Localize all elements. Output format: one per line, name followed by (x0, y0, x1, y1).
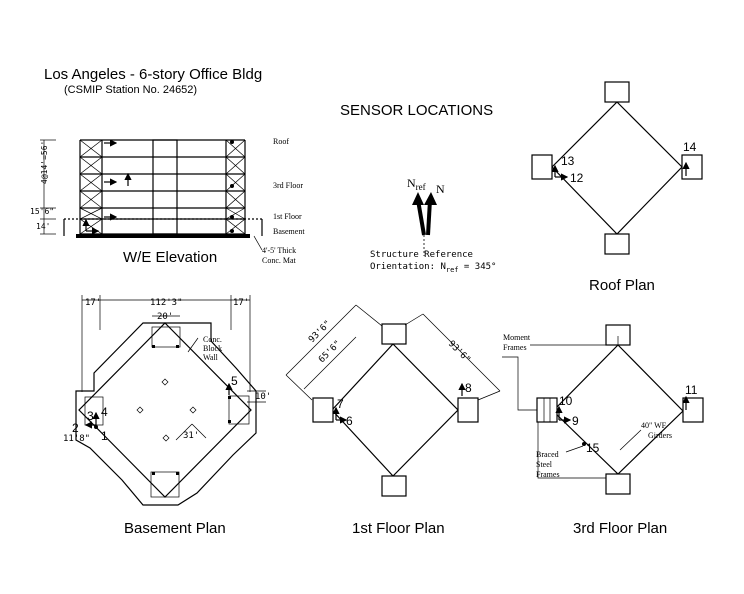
third-floor-sensor-15: 15 (586, 441, 600, 455)
basement-sensor-3: 3 (87, 409, 94, 423)
roof-level-label: Roof (273, 137, 289, 146)
basement-dim-right: 17' (233, 298, 249, 308)
first-floor-dim-b: 65'6" (317, 339, 343, 365)
first-floor-plan-drawing (285, 304, 501, 497)
basement-sensor-4: 4 (101, 405, 108, 419)
basement-sensor-1: 1 (101, 429, 108, 443)
basement-sensor-5: 5 (231, 374, 238, 388)
reference-line1: Structure Reference (370, 250, 473, 260)
basement-dim-mid: 112'3" (150, 298, 183, 308)
moment-frames-label-2: Frames (503, 343, 527, 352)
roof-sensor-14: 14 (683, 140, 697, 154)
third-floor-plan-caption: 3rd Floor Plan (573, 520, 667, 537)
basement-plan-caption: Basement Plan (124, 520, 226, 537)
first-floor-sensor-8: 8 (465, 381, 472, 395)
station-label: (CSMIP Station No. 24652) (64, 84, 197, 96)
third-floor-level-label: 3rd Floor (273, 181, 303, 190)
first-floor-sensor-6: 6 (346, 414, 353, 428)
braced-frames-label-3: Frames (536, 470, 560, 479)
block-wall-label-3: Wall (203, 353, 219, 362)
roof-plan-caption: Roof Plan (589, 277, 655, 294)
north-label: N (436, 182, 445, 196)
first-floor-dim-c: 93'6" (446, 339, 472, 365)
basement-plan-drawing (75, 295, 266, 506)
first-floor-plan-caption: 1st Floor Plan (352, 520, 445, 537)
third-floor-plan-drawing (502, 324, 704, 495)
elevation-caption: W/E Elevation (123, 249, 217, 266)
basement-dim-11-8: 11'8" (63, 434, 90, 444)
block-wall-label-1: Conc. (203, 335, 222, 344)
third-floor-sensor-10: 10 (559, 394, 573, 408)
basement-dim-10: 10' (255, 392, 271, 402)
basement-dim-20: 20' (157, 312, 173, 322)
roof-sensor-13: 13 (561, 154, 575, 168)
braced-frames-label-1: Braced (536, 450, 559, 459)
first-floor-level-label: 1st Floor (273, 212, 302, 221)
mat-note-line1: 4'-5' Thick (262, 246, 296, 255)
basement-level-label: Basement (273, 227, 305, 236)
girders-label-2: Girders (648, 431, 672, 440)
north-arrow (412, 192, 437, 256)
nref-label: Nref (407, 176, 426, 192)
page-title: Los Angeles - 6-story Office Bldg (44, 66, 262, 83)
basement-dim-left: 17' (85, 298, 101, 308)
roof-plan-drawing (531, 81, 703, 255)
block-wall-label-2: Block (203, 344, 222, 353)
elevation-drawing (40, 139, 263, 251)
first-story-dim: 15'6" (30, 207, 54, 216)
girders-label-1: 40" WF (641, 421, 667, 430)
sensor-heading: SENSOR LOCATIONS (340, 102, 493, 119)
third-floor-sensor-9: 9 (572, 414, 579, 428)
story-height-dim: 4@14'=56' (40, 141, 49, 184)
basement-dim-31: 31' (183, 431, 199, 441)
first-floor-sensor-7: 7 (337, 397, 344, 411)
third-floor-sensor-11: 11 (685, 383, 698, 397)
braced-frames-label-2: Steel (536, 460, 553, 469)
moment-frames-label-1: Moment (503, 333, 531, 342)
roof-sensor-12: 12 (570, 171, 584, 185)
basement-sensor-2: 2 (72, 421, 79, 435)
basement-dim: 14' (36, 222, 50, 231)
reference-line2: Orientation: Nref = 345° (370, 262, 496, 274)
mat-note-line2: Conc. Mat (262, 256, 297, 265)
